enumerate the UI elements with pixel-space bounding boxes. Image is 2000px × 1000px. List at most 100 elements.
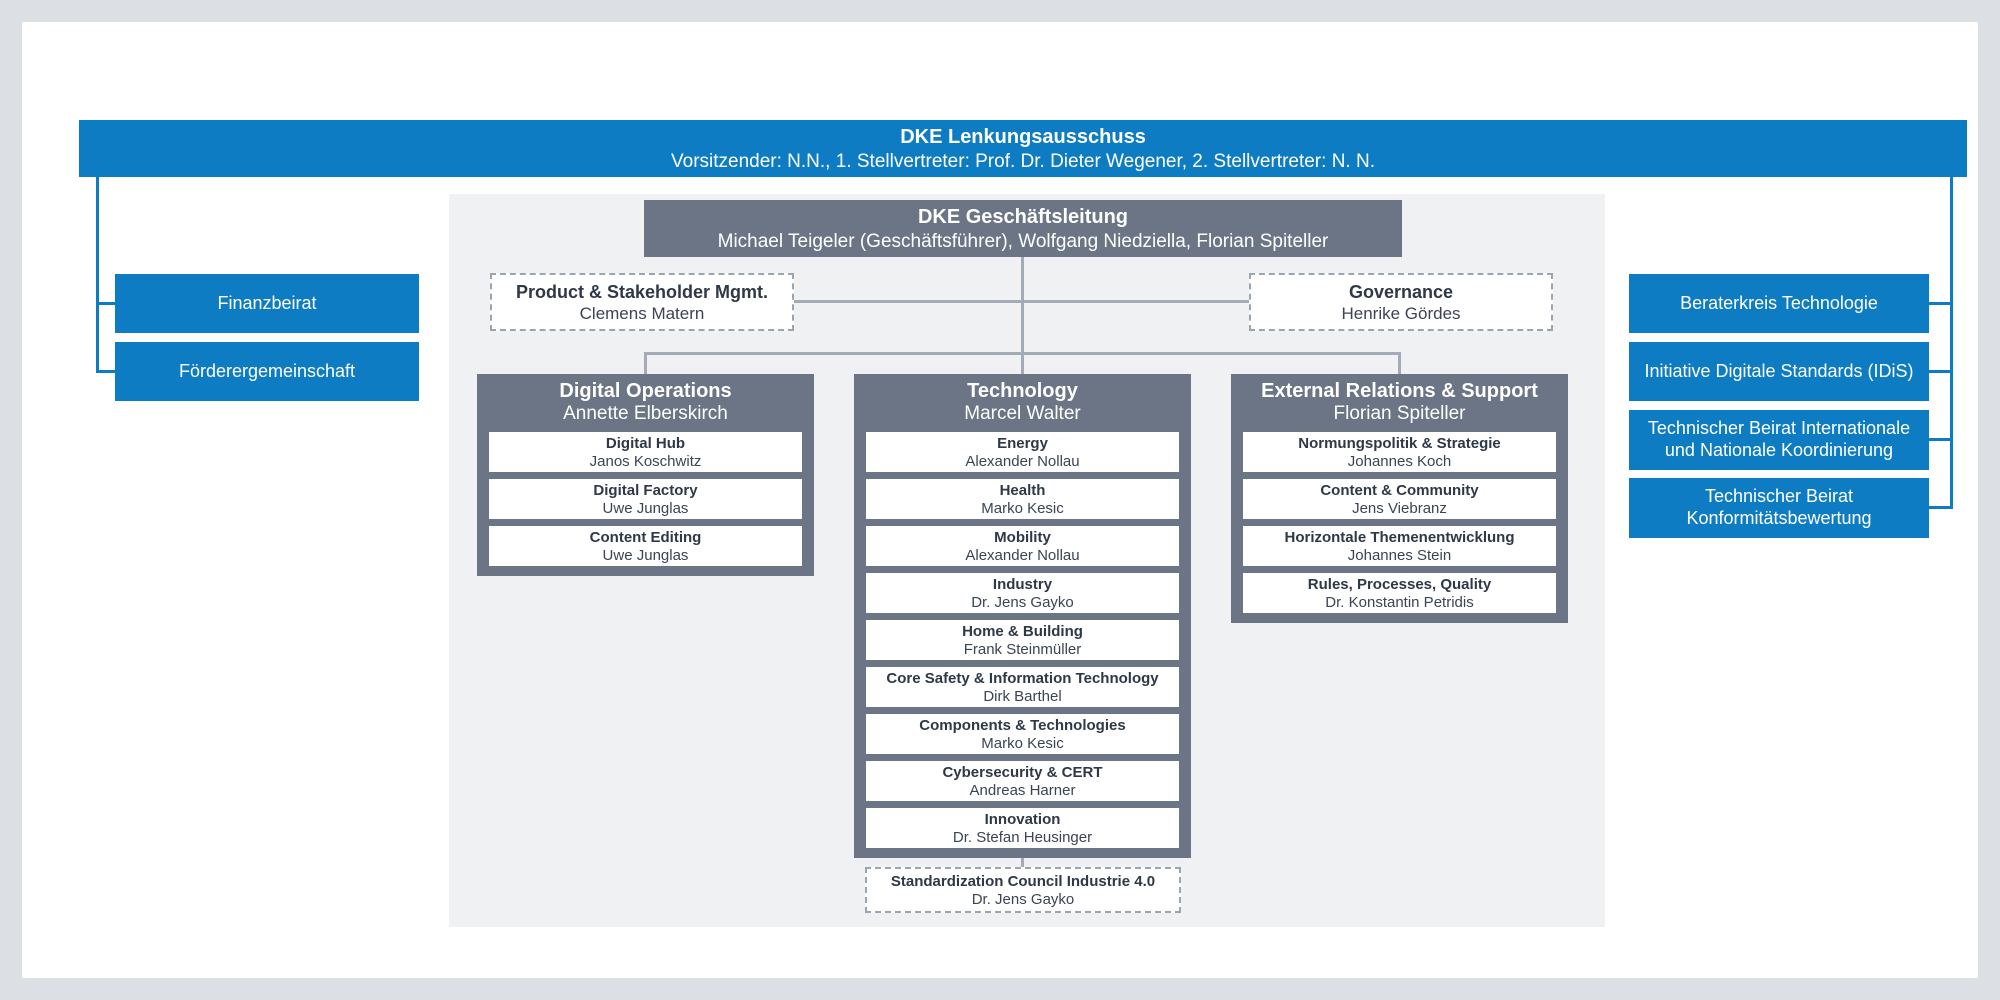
unit-horizontale-themenentwicklung: Horizontale Themenentwicklung Johannes S… xyxy=(1243,526,1556,566)
unit-digital-factory: Digital Factory Uwe Junglas xyxy=(489,479,802,519)
department-header: Technology Marcel Walter xyxy=(854,374,1191,432)
unit-name: Andreas Harner xyxy=(969,781,1076,799)
unit-name: Marko Kesic xyxy=(981,499,1064,517)
connector-left-stub-finanzbeirat xyxy=(96,302,115,305)
unit-name: Jens Viebranz xyxy=(1352,499,1447,517)
department-head-name: Florian Spiteller xyxy=(1333,403,1466,424)
board-label: Finanzbeirat xyxy=(217,292,317,313)
unit-title: Horizontale Themenentwicklung xyxy=(1284,528,1515,546)
unit-home-building: Home & Building Frank Steinmüller xyxy=(866,620,1179,660)
unit-name: Dirk Barthel xyxy=(983,687,1062,705)
connector-management-vertical xyxy=(1021,257,1024,353)
steering-committee-subtitle: Vorsitzender: N.N., 1. Stellvertreter: P… xyxy=(671,150,1375,172)
unit-content-community: Content & Community Jens Viebranz xyxy=(1243,479,1556,519)
unit-innovation: Innovation Dr. Stefan Heusinger xyxy=(866,808,1179,848)
connector-right-vertical xyxy=(1950,177,1953,509)
department-digital-operations: Digital Operations Annette Elberskirch D… xyxy=(477,374,814,576)
unit-core-safety-information-technology: Core Safety & Information Technology Dir… xyxy=(866,667,1179,707)
unit-title: Components & Technologies xyxy=(919,716,1126,734)
connector-right-stub-konformitaet xyxy=(1929,506,1950,509)
unit-name: Dr. Stefan Heusinger xyxy=(952,828,1093,846)
connector-departments-horizontal xyxy=(644,352,1401,355)
unit-title: Industry xyxy=(992,575,1053,593)
department-header: External Relations & Support Florian Spi… xyxy=(1231,374,1568,432)
department-title: Technology xyxy=(967,380,1078,402)
unit-components-technologies: Components & Technologies Marko Kesic xyxy=(866,714,1179,754)
unit-title: Health xyxy=(999,481,1046,499)
unit-mobility: Mobility Alexander Nollau xyxy=(866,526,1179,566)
unit-industry: Industry Dr. Jens Gayko xyxy=(866,573,1179,613)
unit-name: Frank Steinmüller xyxy=(963,640,1082,658)
unit-title: Rules, Processes, Quality xyxy=(1307,575,1492,593)
unit-title: Innovation xyxy=(984,810,1061,828)
board-beraterkreis-technologie: Beraterkreis Technologie xyxy=(1629,274,1929,333)
unit-title: Energy xyxy=(997,434,1048,452)
unit-title: Content & Community xyxy=(1320,481,1479,499)
board-finanzbeirat: Finanzbeirat xyxy=(115,274,419,333)
board-label: Technischer Beirat Konformitätsbewertung xyxy=(1686,486,1872,528)
staff-unit-title: Governance xyxy=(1348,281,1454,302)
connector-right-stub-beraterkreis xyxy=(1929,302,1950,305)
connector-staff-horizontal xyxy=(794,300,1249,303)
board-foerderergemeinschaft: Förderergemeinschaft xyxy=(115,342,419,401)
unit-name: Alexander Nollau xyxy=(965,452,1080,470)
unit-name: Uwe Junglas xyxy=(602,499,689,517)
unit-title: Cybersecurity & CERT xyxy=(942,763,1103,781)
board-label: Beraterkreis Technologie xyxy=(1680,292,1878,313)
unit-name: Johannes Stein xyxy=(1347,546,1452,564)
unit-digital-hub: Digital Hub Janos Koschwitz xyxy=(489,432,802,472)
unit-title: Normungspolitik & Strategie xyxy=(1298,434,1501,452)
unit-title: Digital Factory xyxy=(593,481,698,499)
unit-title: Core Safety & Information Technology xyxy=(886,669,1159,687)
unit-normungspolitik-strategie: Normungspolitik & Strategie Johannes Koc… xyxy=(1243,432,1556,472)
steering-committee-banner: DKE Lenkungsausschuss Vorsitzender: N.N.… xyxy=(79,120,1967,177)
connector-right-stub-idis xyxy=(1929,370,1950,373)
department-title: Digital Operations xyxy=(559,380,732,402)
board-label: Initiative Digitale Standards (IDiS) xyxy=(1644,360,1914,381)
connector-left-vertical xyxy=(96,177,99,373)
staff-unit-title: Product & Stakeholder Mgmt. xyxy=(515,281,769,302)
unit-name: Marko Kesic xyxy=(981,734,1064,752)
connector-left-stub-foerderergemeinschaft xyxy=(96,370,115,373)
unit-name: Dr. Jens Gayko xyxy=(971,593,1074,611)
board-label: Technischer Beirat Internationale und Na… xyxy=(1647,418,1911,460)
unit-cybersecurity-cert: Cybersecurity & CERT Andreas Harner xyxy=(866,761,1179,801)
connector-right-stub-koordinierung xyxy=(1929,438,1950,441)
board-technischer-beirat-konformitaetsbewertung: Technischer Beirat Konformitätsbewertung xyxy=(1629,478,1929,538)
unit-energy: Energy Alexander Nollau xyxy=(866,432,1179,472)
unit-name: Janos Koschwitz xyxy=(589,452,702,470)
unit-health: Health Marko Kesic xyxy=(866,479,1179,519)
org-chart-page: DKE Lenkungsausschuss Vorsitzender: N.N.… xyxy=(22,22,1978,978)
standardization-council-box: Standardization Council Industrie 4.0 Dr… xyxy=(865,867,1181,913)
department-title: External Relations & Support xyxy=(1261,380,1538,402)
staff-unit-name: Henrike Gördes xyxy=(1341,303,1461,323)
connector-drop-digital-operations xyxy=(644,355,647,374)
department-head-name: Annette Elberskirch xyxy=(563,403,728,424)
unit-name: Dr. Konstantin Petridis xyxy=(1325,593,1474,611)
department-external-relations-support: External Relations & Support Florian Spi… xyxy=(1231,374,1568,623)
management-box: DKE Geschäftsleitung Michael Teigeler (G… xyxy=(644,200,1402,257)
connector-drop-technology xyxy=(1021,355,1024,374)
unit-title: Mobility xyxy=(994,528,1051,546)
department-technology: Technology Marcel Walter Energy Alexande… xyxy=(854,374,1191,858)
department-head-name: Marcel Walter xyxy=(964,403,1081,424)
board-initiative-digitale-standards: Initiative Digitale Standards (IDiS) xyxy=(1629,342,1929,401)
council-name: Dr. Jens Gayko xyxy=(971,890,1075,908)
board-label: Förderergemeinschaft xyxy=(178,360,356,381)
staff-unit-governance: Governance Henrike Gördes xyxy=(1249,273,1553,331)
unit-rules-processes-quality: Rules, Processes, Quality Dr. Konstantin… xyxy=(1243,573,1556,613)
unit-name: Johannes Koch xyxy=(1347,452,1452,470)
unit-title: Home & Building xyxy=(962,622,1083,640)
connector-drop-external-relations xyxy=(1398,355,1401,374)
management-subtitle: Michael Teigeler (Geschäftsführer), Wolf… xyxy=(717,230,1329,252)
connector-council-stub xyxy=(1021,858,1024,867)
unit-title: Content Editing xyxy=(589,528,702,546)
staff-unit-product-stakeholder-mgmt: Product & Stakeholder Mgmt. Clemens Mate… xyxy=(490,273,794,331)
unit-title: Digital Hub xyxy=(605,434,686,452)
unit-name: Uwe Junglas xyxy=(602,546,689,564)
board-technischer-beirat-koordinierung: Technischer Beirat Internationale und Na… xyxy=(1629,410,1929,470)
unit-name: Alexander Nollau xyxy=(965,546,1080,564)
staff-unit-name: Clemens Matern xyxy=(579,303,705,323)
department-header: Digital Operations Annette Elberskirch xyxy=(477,374,814,432)
